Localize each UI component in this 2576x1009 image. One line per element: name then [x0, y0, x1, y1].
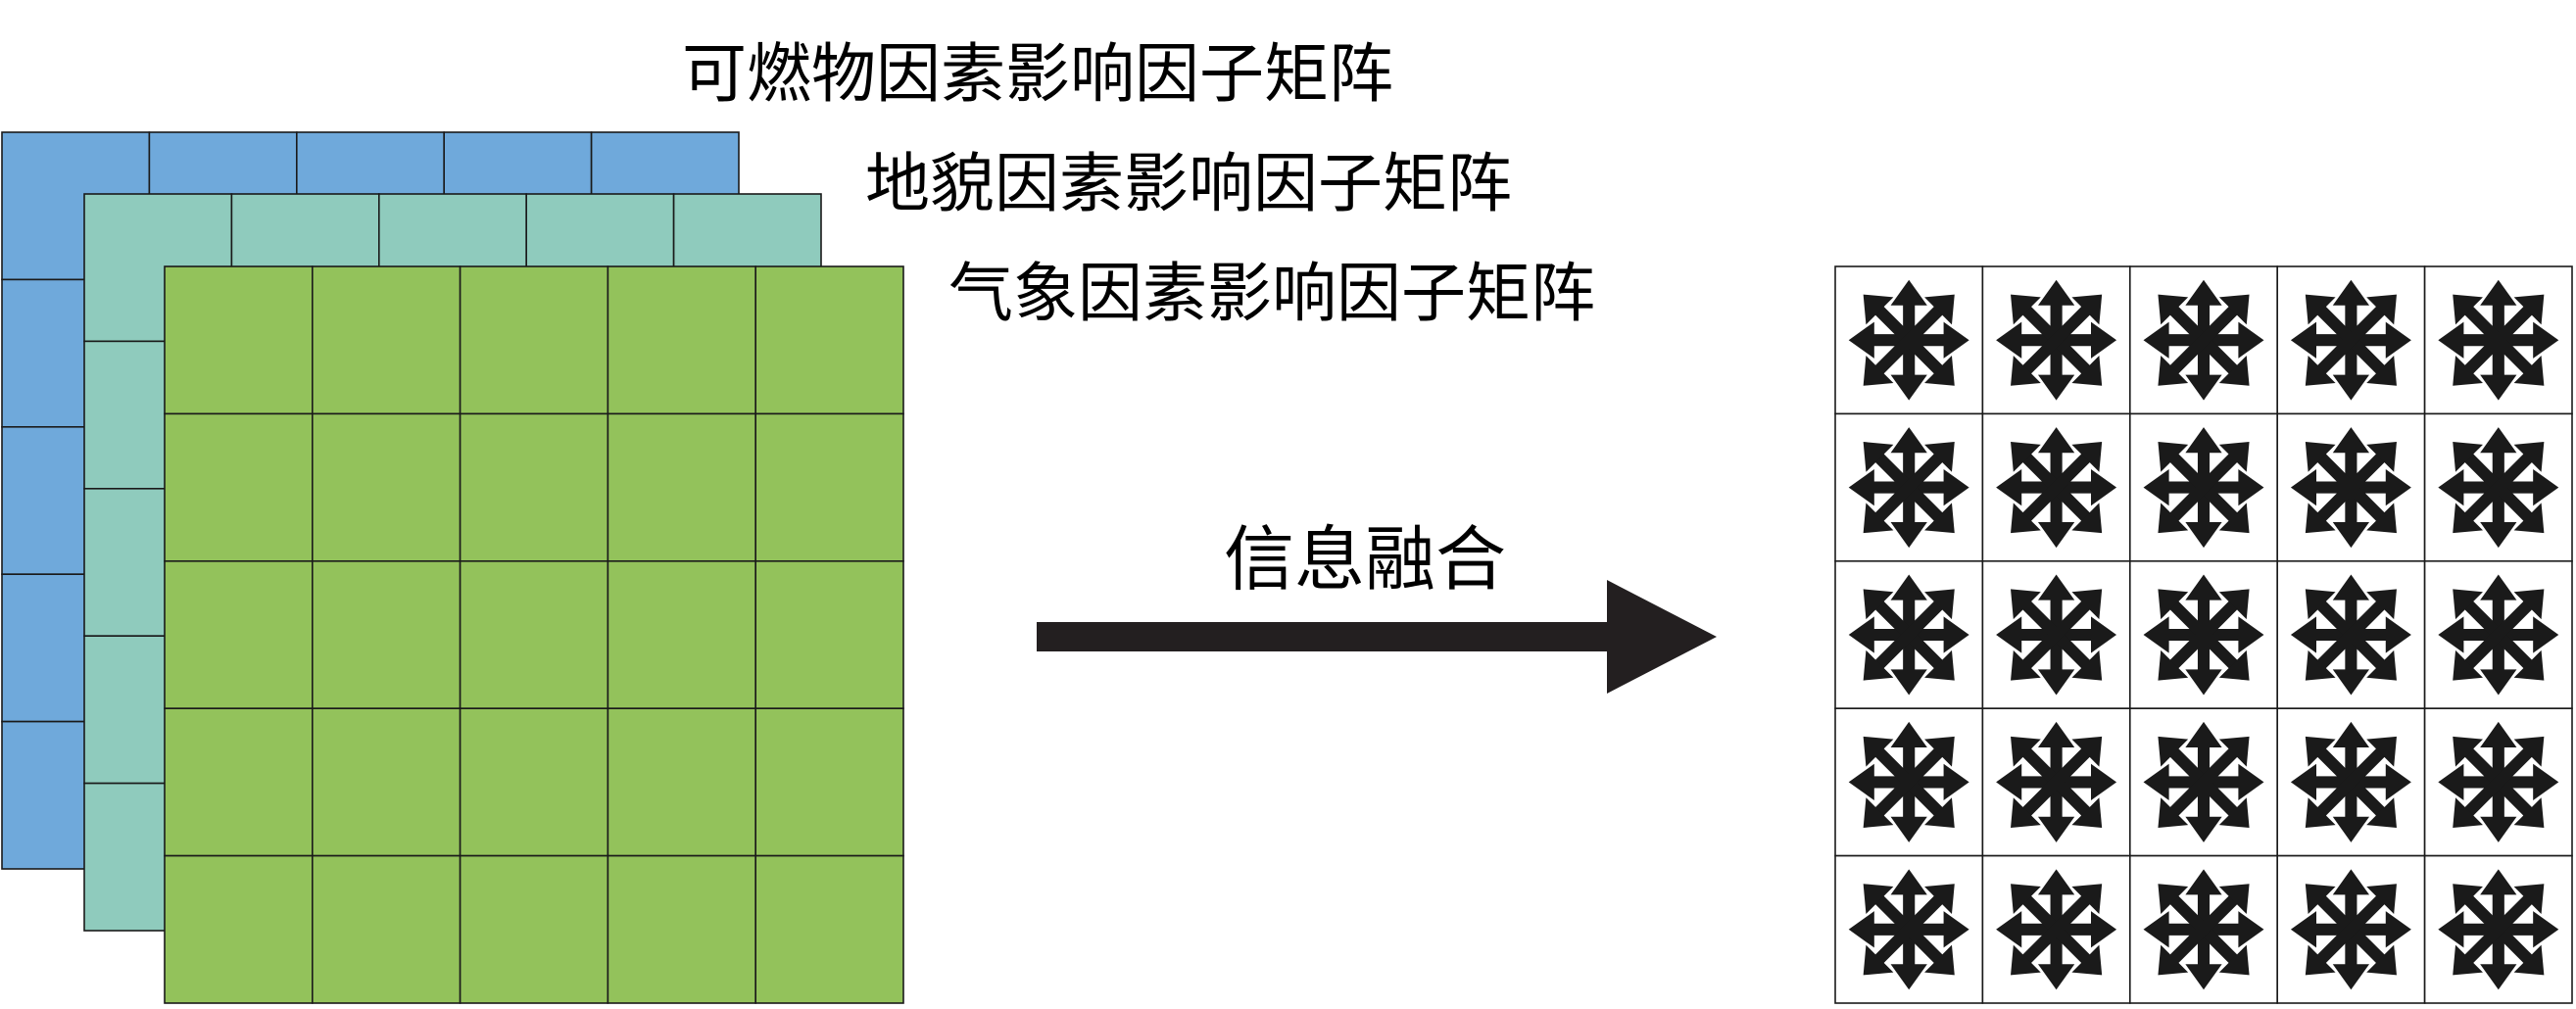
- matrix-cell-weather: [311, 707, 462, 857]
- label-terrain-matrix: 地貌因素影响因子矩阵: [865, 146, 1512, 221]
- multi-direction-arrows-icon: [1849, 575, 1969, 696]
- matrix-cell-weather: [607, 412, 757, 562]
- multi-direction-arrows-icon: [1849, 722, 1969, 842]
- matrix-cell-weather: [164, 559, 314, 709]
- matrix-cell-weather: [754, 559, 904, 709]
- matrix-cell-weather: [607, 854, 757, 1004]
- matrix-cell-weather: [311, 412, 462, 562]
- matrix-cell-weather: [164, 854, 314, 1004]
- label-fuel-matrix: 可燃物因素影响因子矩阵: [682, 36, 1393, 112]
- multi-direction-arrows-icon: [2291, 575, 2411, 696]
- matrix-cell-weather: [607, 265, 757, 415]
- matrix-cell-weather: [459, 559, 609, 709]
- matrix-cell-weather: [607, 559, 757, 709]
- matrix-cell-weather: [164, 265, 314, 415]
- multi-direction-arrows-icon: [2291, 722, 2411, 842]
- multi-direction-arrows-icon: [2291, 280, 2411, 401]
- multi-direction-arrows-icon: [2438, 722, 2558, 842]
- multi-direction-arrows-icon: [2291, 869, 2411, 989]
- multi-direction-arrows-icon: [2438, 427, 2558, 548]
- matrix-cell-weather: [459, 707, 609, 857]
- matrix-cell-weather: [754, 265, 904, 415]
- matrix-cell-weather: [164, 707, 314, 857]
- fused-result-matrix: [1834, 265, 2573, 1004]
- fusion-arrow-head: [1607, 580, 1717, 694]
- multi-direction-arrows-icon: [1849, 427, 1969, 548]
- matrix-cell-weather: [311, 559, 462, 709]
- multi-direction-arrows-icon: [2144, 280, 2264, 401]
- matrix-cell-weather: [754, 854, 904, 1004]
- multi-direction-arrows-icon: [1996, 427, 2116, 548]
- layer-weather-matrix: [164, 265, 904, 1004]
- matrix-cell-weather: [607, 707, 757, 857]
- multi-direction-arrows-icon: [1849, 280, 1969, 401]
- fusion-arrow-shaft: [1037, 622, 1615, 651]
- matrix-cell-weather: [459, 854, 609, 1004]
- multi-direction-arrows-icon: [2291, 427, 2411, 548]
- multi-direction-arrows-icon: [1996, 869, 2116, 989]
- fusion-arrow: [1037, 580, 1717, 694]
- multi-direction-arrows-icon: [2438, 280, 2558, 401]
- fusion-label: 信息融合: [1224, 518, 1506, 601]
- matrix-cell-weather: [754, 412, 904, 562]
- layer-stack: [1, 131, 904, 1004]
- multi-direction-arrows-icon: [1996, 280, 2116, 401]
- matrix-cell-weather: [311, 265, 462, 415]
- matrix-cell-weather: [459, 412, 609, 562]
- multi-direction-arrows-icon: [2438, 575, 2558, 696]
- multi-direction-arrows-icon: [2144, 722, 2264, 842]
- matrix-cell-weather: [164, 412, 314, 562]
- matrix-cell-weather: [754, 707, 904, 857]
- multi-direction-arrows-icon: [2144, 575, 2264, 696]
- multi-direction-arrows-icon: [1996, 722, 2116, 842]
- multi-direction-arrows-icon: [1996, 575, 2116, 696]
- multi-direction-arrows-icon: [1849, 869, 1969, 989]
- multi-direction-arrows-icon: [2144, 427, 2264, 548]
- label-weather-matrix: 气象因素影响因子矩阵: [948, 256, 1595, 331]
- matrix-cell-weather: [459, 265, 609, 415]
- multi-direction-arrows-icon: [2438, 869, 2558, 989]
- matrix-cell-weather: [311, 854, 462, 1004]
- multi-direction-arrows-icon: [2144, 869, 2264, 989]
